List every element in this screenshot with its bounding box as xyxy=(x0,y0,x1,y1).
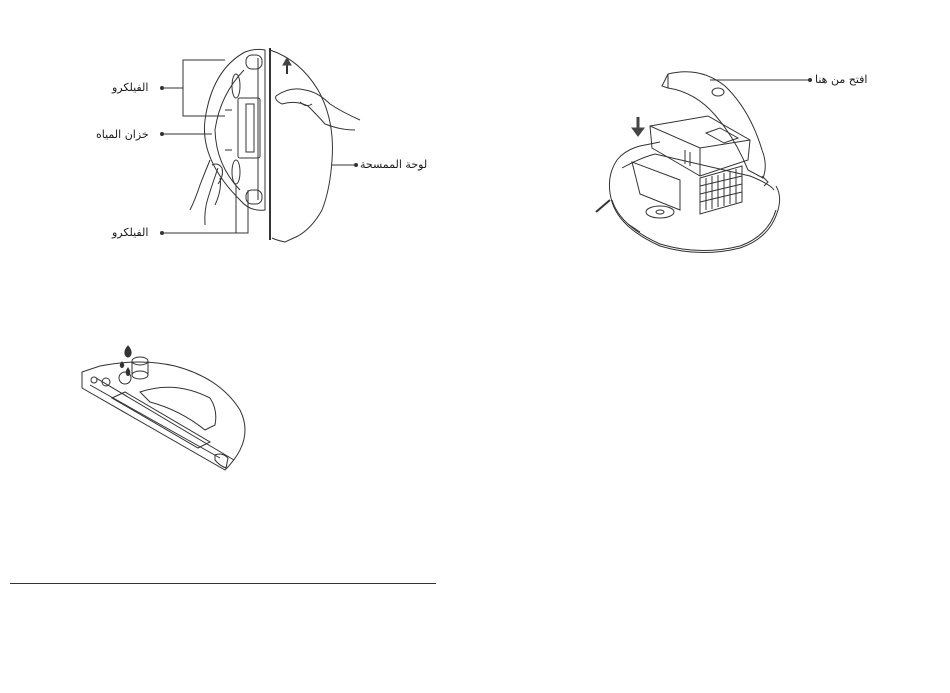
mop-cloth-outline xyxy=(270,50,332,242)
section-divider xyxy=(10,583,436,584)
label-velcro-bottom: الفيلكرو xyxy=(112,226,148,240)
water-tank-outline xyxy=(204,49,265,210)
label-velcro-top: الفيلكرو xyxy=(112,81,148,95)
label-open-here: افتح من هنا xyxy=(815,73,867,87)
water-drop-icon xyxy=(125,346,131,357)
water-drop-icon xyxy=(126,368,130,376)
label-mop-board: لوحة الممسحة xyxy=(360,158,427,172)
label-water-tank: خزان المياه xyxy=(96,128,149,142)
